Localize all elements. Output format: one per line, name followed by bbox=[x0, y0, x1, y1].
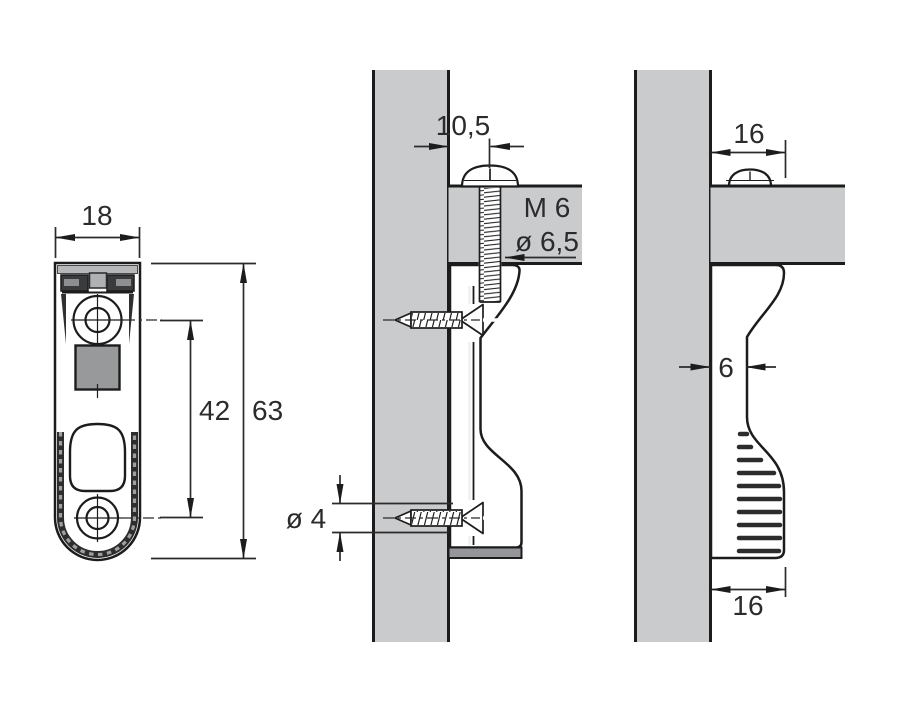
section-view: 10,5 M 6 ø 6,5 ø 4 bbox=[286, 70, 582, 642]
right-wedge bbox=[129, 294, 134, 344]
front-view: 18 42 63 bbox=[53, 200, 283, 562]
dim-screw-diameter: ø 4 bbox=[286, 475, 453, 561]
wood-screw-lower bbox=[383, 509, 480, 527]
dim-web-thickness-label: 6 bbox=[718, 352, 734, 383]
shelf bbox=[448, 187, 582, 264]
dim-top-depth-label: 16 bbox=[733, 118, 764, 149]
dim-bottom-depth: 16 bbox=[710, 567, 787, 621]
bolt-labels: M 6 ø 6,5 bbox=[504, 192, 579, 261]
dim-top-depth: 16 bbox=[710, 118, 787, 178]
dim-height-label: 63 bbox=[252, 395, 283, 426]
wood-screw-upper bbox=[383, 311, 480, 329]
dim-width-label: 18 bbox=[81, 200, 112, 231]
dim-width: 18 bbox=[54, 200, 141, 258]
panel bbox=[373, 70, 449, 642]
shelf bbox=[710, 187, 845, 264]
dim-height: 63 bbox=[151, 262, 283, 560]
hole-diameter-label: ø 6,5 bbox=[515, 226, 579, 257]
bracket-channel bbox=[468, 286, 475, 545]
bracket-base-strip bbox=[447, 546, 523, 559]
shelf-edges bbox=[710, 184, 845, 265]
dim-panel-offset: 10,5 bbox=[414, 110, 524, 168]
bottom-screw-hole bbox=[74, 494, 162, 542]
serrated-edge bbox=[57, 432, 138, 558]
dim-panel-offset-label: 10,5 bbox=[436, 110, 491, 141]
side-view: 16 6 16 bbox=[634, 70, 845, 642]
bracket-section bbox=[448, 263, 523, 549]
machine-bolt bbox=[460, 164, 520, 303]
bolt-thread-label: M 6 bbox=[524, 192, 571, 223]
left-wedge bbox=[61, 294, 66, 344]
center-tab bbox=[88, 272, 108, 289]
dim-screw-diameter-label: ø 4 bbox=[286, 503, 326, 534]
slot-opening bbox=[68, 422, 127, 493]
dim-hole-spacing: 42 bbox=[160, 319, 230, 519]
bracket-body bbox=[53, 261, 142, 562]
panel bbox=[635, 70, 711, 642]
bracket-profile bbox=[709, 263, 786, 560]
top-screw-hole bbox=[71, 294, 162, 346]
square-opening bbox=[74, 344, 121, 391]
latch-clamps bbox=[60, 272, 135, 292]
grip-ribs bbox=[736, 431, 783, 554]
dim-bottom-depth-label: 16 bbox=[732, 590, 763, 621]
dim-hole-spacing-label: 42 bbox=[199, 395, 230, 426]
dim-web-thickness: 6 bbox=[679, 352, 776, 383]
